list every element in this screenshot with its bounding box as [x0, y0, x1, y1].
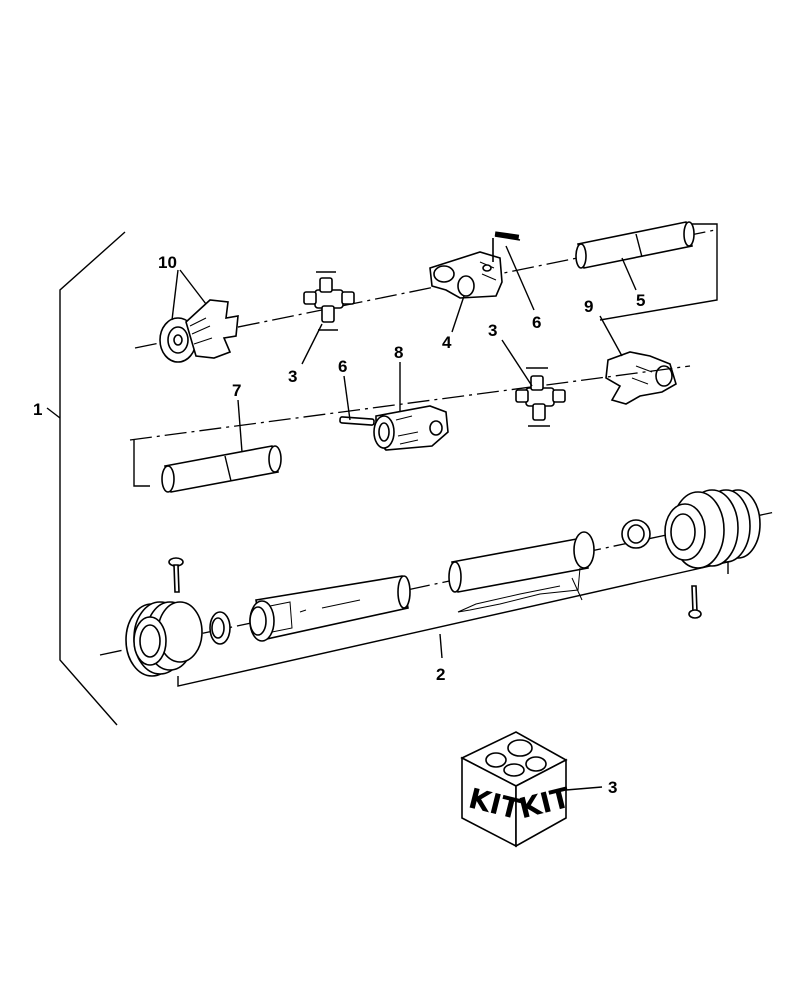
- callout-4: 4: [442, 333, 452, 352]
- callout-6-top: 6: [532, 313, 541, 332]
- callout-10: 10: [158, 253, 177, 272]
- guard-tube-outer: [249, 575, 411, 642]
- callout-9: 9: [584, 297, 593, 316]
- part-8-yoke: [373, 405, 449, 451]
- callout-3-kit: 3: [608, 778, 617, 797]
- callout-labels: 1 2 3 3 3 4 5 6 6 7 8 9 10: [33, 253, 645, 797]
- part-5-tube: [575, 221, 695, 269]
- part-10-yoke: [159, 299, 239, 363]
- callout-7: 7: [232, 381, 241, 400]
- part-6-pin-b: [339, 416, 375, 426]
- part-3-cross-journal-b: [515, 367, 566, 427]
- guard-tube-inner: [448, 531, 595, 593]
- part-6-pin-a: [492, 231, 521, 262]
- callout-3-top: 3: [288, 367, 297, 386]
- assembly-1-bracket: [46, 231, 126, 726]
- callout-5: 5: [636, 291, 645, 310]
- callout-6-middle: 6: [338, 357, 347, 376]
- callout-8: 8: [394, 343, 403, 362]
- callout-2: 2: [436, 665, 445, 684]
- guard-cone-left: [125, 601, 203, 677]
- part-3-cross-journal-a: [303, 271, 355, 331]
- leader-lines: [171, 245, 637, 791]
- part-9-yoke: [605, 351, 677, 405]
- guard-screw-right: [688, 585, 702, 619]
- guard-cone-right: [664, 489, 761, 569]
- safety-chain: [457, 567, 583, 613]
- part-4-yoke: [429, 251, 503, 299]
- bearing-ring-right: [621, 519, 651, 549]
- bearing-ring-left: [209, 611, 231, 645]
- callout-1: 1: [33, 400, 42, 419]
- guard-screw-left: [168, 557, 184, 593]
- callout-3-middle: 3: [488, 321, 497, 340]
- part-7-tube: [161, 445, 282, 493]
- row-2-axis: [129, 365, 691, 487]
- kit-box: KIT KIT: [460, 731, 573, 848]
